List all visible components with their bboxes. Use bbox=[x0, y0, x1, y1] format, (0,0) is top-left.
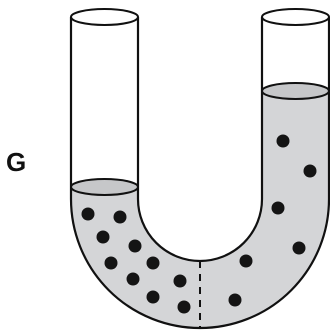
particle bbox=[173, 274, 187, 288]
particle bbox=[276, 134, 290, 148]
particle bbox=[128, 239, 142, 253]
figure-label: G bbox=[6, 147, 27, 177]
left-meniscus bbox=[70, 178, 139, 196]
particle bbox=[96, 230, 110, 244]
particle bbox=[228, 293, 242, 307]
liquid-fill bbox=[71, 91, 329, 328]
particle bbox=[271, 201, 285, 215]
left-tube-rim bbox=[70, 8, 139, 26]
right-tube-rim bbox=[261, 8, 330, 26]
particle bbox=[177, 300, 191, 314]
particle bbox=[146, 256, 160, 270]
particle bbox=[146, 290, 160, 304]
particle bbox=[126, 272, 140, 286]
particle bbox=[292, 241, 306, 255]
particle bbox=[303, 164, 317, 178]
u-tube-inner-wall bbox=[136, 17, 264, 263]
particle bbox=[81, 207, 95, 221]
particle bbox=[239, 254, 253, 268]
right-meniscus bbox=[261, 82, 330, 100]
particle bbox=[104, 256, 118, 270]
particle bbox=[113, 210, 127, 224]
